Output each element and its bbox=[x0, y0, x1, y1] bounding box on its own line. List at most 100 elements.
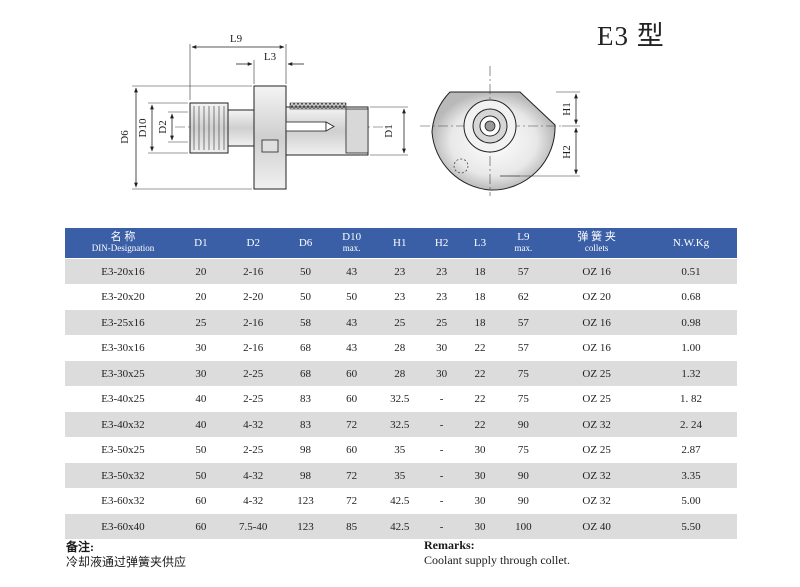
column-header-label: H1 bbox=[393, 236, 407, 249]
table-cell: 72 bbox=[325, 411, 378, 437]
table-cell: 4-32 bbox=[220, 411, 286, 437]
table-cell: 32.5 bbox=[377, 411, 422, 437]
table-cell: 30 bbox=[461, 488, 499, 514]
table-cell: OZ 25 bbox=[548, 360, 646, 386]
column-header: D2 bbox=[220, 228, 286, 259]
table-cell: 83 bbox=[285, 411, 326, 437]
table-cell: OZ 16 bbox=[548, 309, 646, 335]
table-cell: 5.50 bbox=[645, 513, 737, 539]
table-cell: OZ 25 bbox=[548, 437, 646, 463]
dim-label: H1 bbox=[561, 102, 573, 115]
table-cell: 30 bbox=[461, 513, 499, 539]
table-cell: 123 bbox=[285, 488, 326, 514]
column-header: L3 bbox=[461, 228, 499, 259]
table-cell: 32.5 bbox=[377, 386, 422, 412]
table-cell: 35 bbox=[377, 437, 422, 463]
table-cell: 62 bbox=[498, 284, 549, 310]
table-cell: 4-32 bbox=[220, 488, 286, 514]
column-header-label: N.W.Kg bbox=[672, 236, 710, 249]
column-header: D1 bbox=[181, 228, 221, 259]
table-cell: 18 bbox=[461, 258, 499, 284]
column-header-label: D1 bbox=[194, 236, 208, 249]
table-cell: 72 bbox=[325, 462, 378, 488]
column-header: H2 bbox=[421, 228, 462, 259]
table-cell: 90 bbox=[498, 462, 549, 488]
end-view: H1 H2 bbox=[420, 66, 580, 196]
dim-label: L3 bbox=[264, 51, 277, 63]
table-cell: 30 bbox=[461, 437, 499, 463]
table-cell: 22 bbox=[461, 386, 499, 412]
table-cell: 30 bbox=[421, 335, 462, 361]
table-cell: 23 bbox=[421, 258, 462, 284]
remarks-cn-text: 冷却液通过弹簧夹供应 bbox=[66, 555, 187, 569]
column-header-sublabel: collets bbox=[584, 243, 609, 253]
table-cell: 85 bbox=[325, 513, 378, 539]
column-header-label: D10 bbox=[342, 231, 362, 243]
table-cell: 25 bbox=[181, 309, 221, 335]
table-cell: 40 bbox=[181, 411, 221, 437]
table-cell: 58 bbox=[285, 309, 326, 335]
table-cell: - bbox=[421, 437, 462, 463]
table-cell: E3-60x40 bbox=[65, 513, 181, 539]
table-cell: 57 bbox=[498, 258, 549, 284]
table-cell: 57 bbox=[498, 309, 549, 335]
table-cell: - bbox=[421, 411, 462, 437]
table-cell: E3-50x32 bbox=[65, 462, 181, 488]
page-title: E3 型 bbox=[597, 21, 665, 51]
table-cell: 60 bbox=[325, 386, 378, 412]
table-cell: OZ 40 bbox=[548, 513, 646, 539]
table-cell: 22 bbox=[461, 335, 499, 361]
side-view: L9 L3 D6 D10 D2 D1 bbox=[119, 33, 408, 190]
table-cell: - bbox=[421, 488, 462, 514]
table-cell: 60 bbox=[181, 488, 221, 514]
table-cell: 42.5 bbox=[377, 513, 422, 539]
remarks-cn: 备注: 冷却液通过弹簧夹供应 bbox=[66, 540, 186, 570]
table-cell: 75 bbox=[498, 360, 549, 386]
column-header-label: 名 称 bbox=[110, 231, 136, 243]
table-cell: 90 bbox=[498, 411, 549, 437]
table-cell: 28 bbox=[377, 360, 422, 386]
table-cell: 2-25 bbox=[220, 437, 286, 463]
table-cell: 50 bbox=[181, 437, 221, 463]
column-header: N.W.Kg bbox=[645, 228, 737, 259]
table-cell: 43 bbox=[325, 335, 378, 361]
column-header: D6 bbox=[285, 228, 326, 259]
table-cell: 75 bbox=[498, 386, 549, 412]
column-header-sublabel: max. bbox=[342, 243, 361, 253]
table-cell: E3-30x25 bbox=[65, 360, 181, 386]
table-cell: E3-60x32 bbox=[65, 488, 181, 514]
table-cell: 2. 24 bbox=[645, 411, 737, 437]
table-cell: 22 bbox=[461, 360, 499, 386]
column-header-label: L3 bbox=[473, 236, 487, 249]
column-header-label: L9 bbox=[517, 231, 530, 243]
table-cell: 20 bbox=[181, 284, 221, 310]
table-cell: 57 bbox=[498, 335, 549, 361]
table-cell: 75 bbox=[498, 437, 549, 463]
table-cell: 2-25 bbox=[220, 386, 286, 412]
column-header-sublabel: max. bbox=[514, 243, 533, 253]
table-cell: 0.51 bbox=[645, 258, 737, 284]
table-cell: E3-40x32 bbox=[65, 411, 181, 437]
table-cell: E3-40x25 bbox=[65, 386, 181, 412]
remarks-en: Remarks: Coolant supply through collet. bbox=[424, 538, 570, 568]
table-cell: E3-20x20 bbox=[65, 284, 181, 310]
table-cell: 60 bbox=[181, 513, 221, 539]
table-cell: 1.32 bbox=[645, 360, 737, 386]
table-cell: - bbox=[421, 462, 462, 488]
table-cell: 43 bbox=[325, 258, 378, 284]
table-cell: E3-25x16 bbox=[65, 309, 181, 335]
table-cell: 0.98 bbox=[645, 309, 737, 335]
table-cell: 30 bbox=[181, 360, 221, 386]
table-cell: 23 bbox=[377, 284, 422, 310]
table-cell: 3.35 bbox=[645, 462, 737, 488]
table-cell: 22 bbox=[461, 411, 499, 437]
